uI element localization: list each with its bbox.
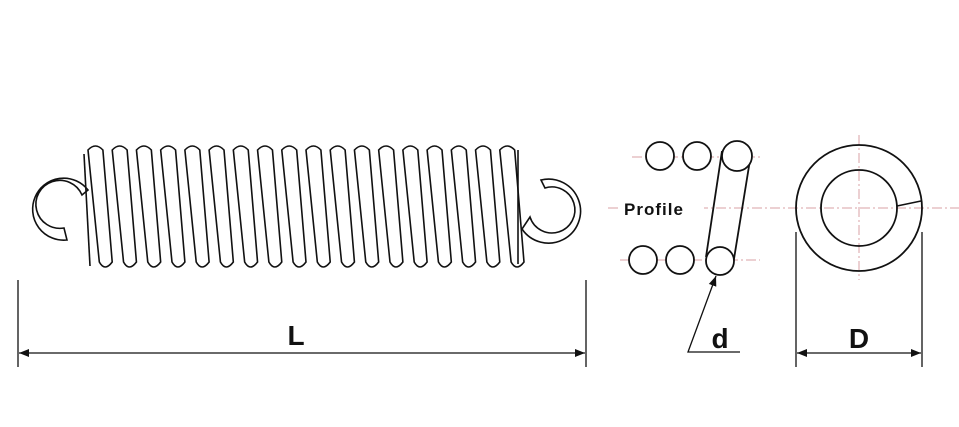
spring-coils [83, 145, 525, 268]
wire-section-top-3 [721, 140, 753, 172]
wire-section-bottom-3 [705, 246, 735, 276]
length-dimension [17, 280, 587, 367]
spring-coil [87, 145, 114, 268]
end-view [795, 144, 923, 272]
spring-coil [159, 145, 186, 268]
spring-coil [474, 145, 501, 268]
spring-side-view [31, 145, 582, 268]
length-label: L [287, 320, 304, 351]
wire-section-bottom-2 [665, 245, 695, 275]
spring-coil [353, 145, 380, 268]
spring-coil [377, 145, 404, 268]
spring-coil [184, 145, 210, 268]
wire-section-bottom-1 [628, 245, 658, 275]
spring-coil [280, 145, 307, 268]
wire-section-top-1 [645, 141, 675, 171]
wire-diameter-leader [687, 275, 740, 353]
coil-end-left [83, 153, 91, 267]
spring-coil [111, 145, 138, 268]
inner-circle [820, 169, 898, 247]
spring-coil [305, 145, 332, 268]
spring-coil [402, 145, 428, 268]
outer-diameter-dimension [795, 232, 923, 367]
spring-coil [256, 145, 283, 268]
outer-diameter-label: D [849, 323, 869, 354]
profile-label: Profile [624, 200, 684, 219]
spring-coil [208, 145, 235, 268]
outer-circle [795, 144, 923, 272]
spring-coil [329, 145, 356, 268]
spring-coil [498, 145, 525, 268]
wire-diameter-label: d [711, 323, 728, 354]
right-hook [521, 178, 582, 244]
spring-coil [450, 145, 477, 268]
left-hook [31, 177, 90, 241]
spring-coil [232, 145, 259, 268]
spring-coil [135, 145, 162, 268]
profile-view [628, 140, 753, 276]
spring-coil [426, 145, 453, 268]
wire-section-top-2 [682, 141, 712, 171]
